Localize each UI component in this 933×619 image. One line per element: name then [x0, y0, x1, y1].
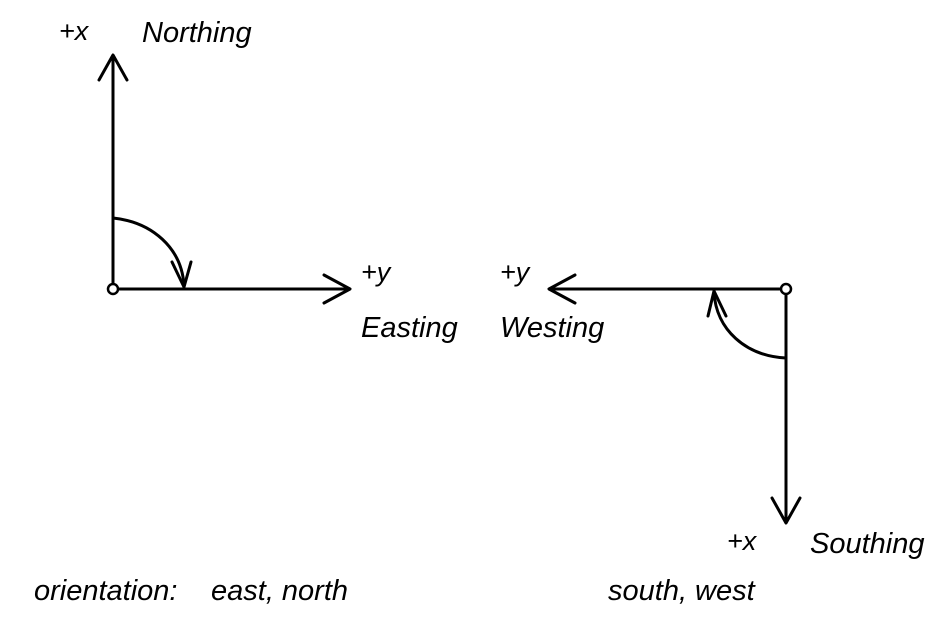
left-y-axis-arrowhead-icon — [322, 273, 352, 305]
right-coordinate-system: +y Westing +x Southing — [500, 257, 925, 560]
orientation-caption: orientation: east, north south, west — [34, 575, 757, 607]
right-origin-point — [779, 282, 793, 296]
right-x-axis-arrowhead-icon — [770, 496, 802, 525]
caption-left-value: east, north — [211, 575, 348, 607]
caption-label: orientation: — [34, 575, 178, 607]
right-rotation-arrowhead-icon — [706, 289, 728, 318]
left-x-axis-arrowhead-icon — [97, 53, 129, 82]
left-origin-point — [106, 282, 120, 296]
right-y-axis-sign: +y — [500, 257, 531, 287]
left-x-axis-name: Northing — [142, 17, 252, 49]
left-coordinate-system: +x Northing +y Easting — [59, 16, 458, 344]
right-x-axis-sign: +x — [727, 526, 758, 556]
right-rotation-arc — [712, 290, 788, 360]
right-y-axis-arrowhead-icon — [547, 273, 577, 305]
left-y-axis-sign: +y — [361, 257, 392, 287]
caption-right-value: south, west — [608, 575, 757, 607]
right-y-axis-name: Westing — [500, 312, 604, 344]
left-x-axis-sign: +x — [59, 16, 90, 46]
left-y-axis-name: Easting — [361, 312, 458, 344]
right-x-axis-name: Southing — [810, 528, 925, 560]
left-rotation-arrowhead-icon — [170, 260, 193, 289]
left-rotation-arc — [111, 216, 186, 288]
